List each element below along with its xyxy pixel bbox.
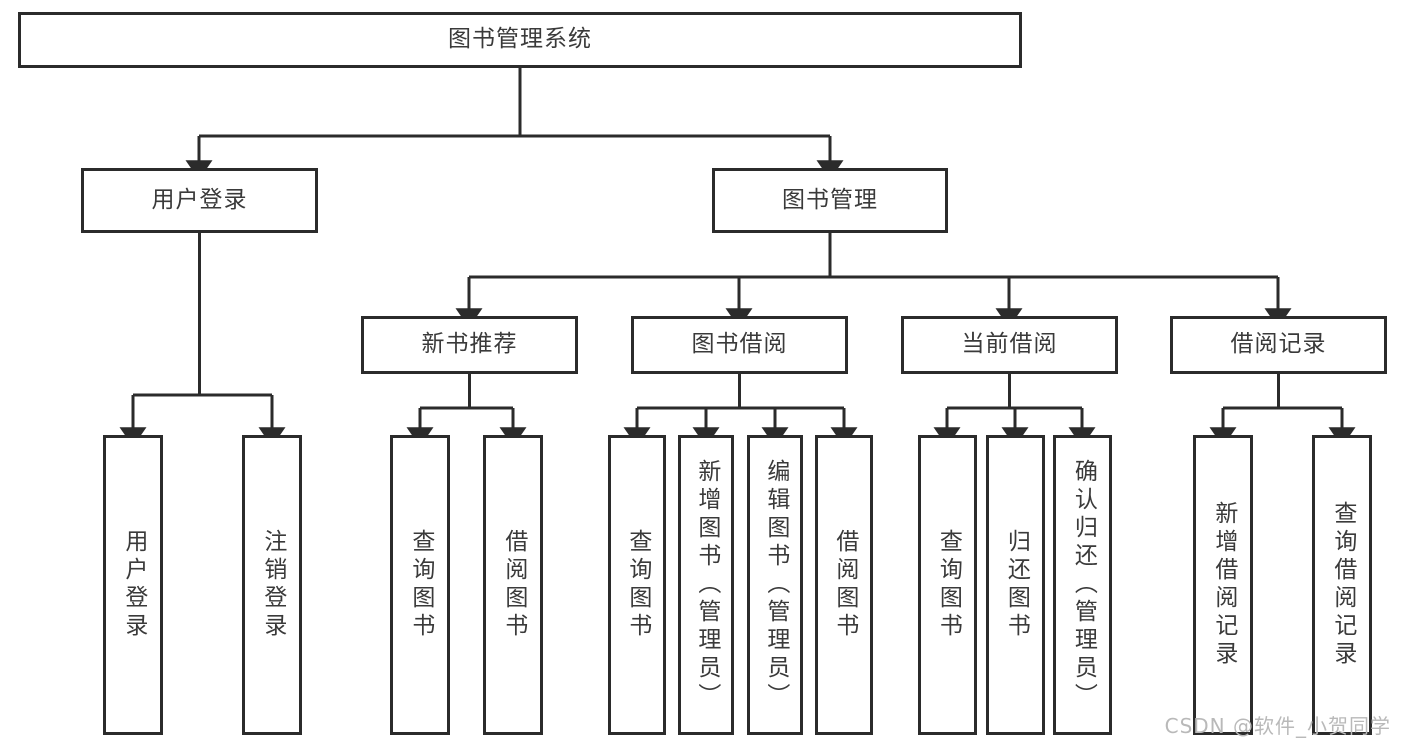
node-user-login[interactable]: 用户登录 xyxy=(81,168,318,233)
node-current-borrow[interactable]: 当前借阅 xyxy=(901,316,1118,374)
leaf-query-book-recommend[interactable]: 查询图书 xyxy=(390,435,450,735)
leaf-add-book-admin[interactable]: 新增图书（管理员） xyxy=(678,435,734,735)
node-book-management-label: 图书管理 xyxy=(782,186,878,213)
leaf-add-borrow-record-label: 新增借阅记录 xyxy=(1210,501,1237,669)
node-book-borrow[interactable]: 图书借阅 xyxy=(631,316,848,374)
leaf-return-book[interactable]: 归还图书 xyxy=(986,435,1045,735)
node-book-management[interactable]: 图书管理 xyxy=(712,168,948,233)
leaf-confirm-return-admin[interactable]: 确认归还（管理员） xyxy=(1053,435,1112,735)
leaf-user-login[interactable]: 用户登录 xyxy=(103,435,163,735)
leaf-query-borrow-record-label: 查询借阅记录 xyxy=(1329,501,1356,669)
node-borrow-record-label: 借阅记录 xyxy=(1230,331,1327,358)
leaf-confirm-return-admin-label: 确认归还（管理员） xyxy=(1070,459,1097,711)
leaf-return-book-label: 归还图书 xyxy=(1003,529,1030,641)
edge-group xyxy=(119,68,1356,447)
leaf-logout-label: 注销登录 xyxy=(259,529,286,641)
leaf-logout[interactable]: 注销登录 xyxy=(242,435,302,735)
leaf-borrow-book-recommend[interactable]: 借阅图书 xyxy=(483,435,543,735)
leaf-query-book-borrow-label: 查询图书 xyxy=(624,529,651,641)
node-borrow-record[interactable]: 借阅记录 xyxy=(1170,316,1387,374)
leaf-edit-book-admin-label: 编辑图书（管理员） xyxy=(762,459,789,711)
leaf-add-borrow-record[interactable]: 新增借阅记录 xyxy=(1193,435,1253,735)
leaf-borrow-book-recommend-label: 借阅图书 xyxy=(500,529,527,641)
leaf-query-book-current[interactable]: 查询图书 xyxy=(918,435,977,735)
leaf-query-book-borrow[interactable]: 查询图书 xyxy=(608,435,666,735)
leaf-query-book-recommend-label: 查询图书 xyxy=(407,529,434,641)
node-new-book-recommend-label: 新书推荐 xyxy=(421,331,518,358)
node-new-book-recommend[interactable]: 新书推荐 xyxy=(361,316,578,374)
leaf-query-book-current-label: 查询图书 xyxy=(935,529,962,641)
leaf-add-book-admin-label: 新增图书（管理员） xyxy=(693,459,720,711)
leaf-borrow-book[interactable]: 借阅图书 xyxy=(815,435,873,735)
leaf-query-borrow-record[interactable]: 查询借阅记录 xyxy=(1312,435,1372,735)
node-root-label: 图书管理系统 xyxy=(448,26,592,53)
node-book-borrow-label: 图书借阅 xyxy=(691,331,788,358)
leaf-edit-book-admin[interactable]: 编辑图书（管理员） xyxy=(747,435,803,735)
node-user-login-label: 用户登录 xyxy=(151,186,248,213)
leaf-user-login-label: 用户登录 xyxy=(120,529,147,641)
node-root[interactable]: 图书管理系统 xyxy=(18,12,1022,68)
node-current-borrow-label: 当前借阅 xyxy=(961,331,1058,358)
leaf-borrow-book-label: 借阅图书 xyxy=(831,529,858,641)
